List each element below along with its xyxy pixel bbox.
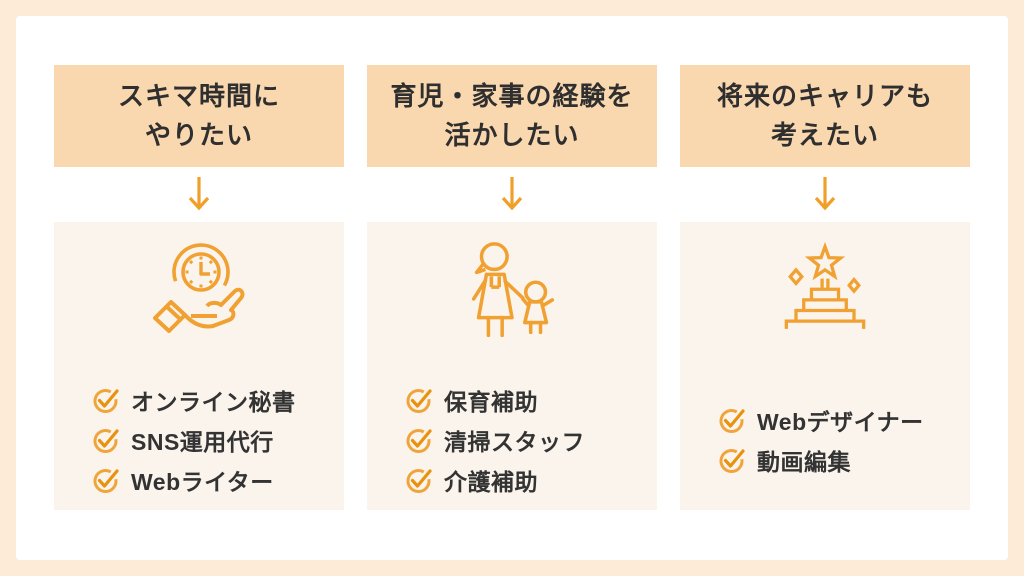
card-ikuji: 保育補助 清掃スタッフ (367, 222, 657, 510)
down-arrow-icon (367, 167, 657, 222)
job-list-career: Webデザイナー 動画編集 (680, 370, 970, 510)
list-item: SNS運用代行 (92, 420, 344, 460)
down-arrow-icon (680, 167, 970, 222)
header-line-2: 考えたい (770, 120, 879, 150)
list-item: オンライン秘書 (92, 380, 344, 420)
list-item-label: SNS運用代行 (131, 429, 274, 455)
card-career: Webデザイナー 動画編集 (680, 222, 970, 510)
column-career: 将来のキャリアも 考えたい (680, 65, 970, 560)
check-circle-icon (92, 466, 120, 494)
list-item-label: 清掃スタッフ (444, 429, 585, 455)
column-sukima: スキマ時間に やりたい (54, 65, 344, 560)
header-box-ikuji: 育児・家事の経験を 活かしたい (367, 65, 657, 167)
check-circle-icon (405, 466, 433, 494)
mother-child-icon (367, 222, 657, 370)
header-line-2: 活かしたい (444, 120, 580, 150)
list-item-label: Webライター (131, 469, 274, 495)
list-item-label: Webデザイナー (757, 409, 924, 435)
header-line-1: スキマ時間に (117, 81, 280, 111)
check-circle-icon (718, 406, 746, 434)
list-item: Webライター (92, 460, 344, 500)
header-box-sukima: スキマ時間に やりたい (54, 65, 344, 167)
check-circle-icon (718, 446, 746, 474)
column-ikuji: 育児・家事の経験を 活かしたい (367, 65, 657, 560)
check-circle-icon (405, 426, 433, 454)
hand-clock-icon (54, 222, 344, 370)
list-item: 保育補助 (405, 380, 657, 420)
check-circle-icon (92, 386, 120, 414)
down-arrow-icon (54, 167, 344, 222)
list-item: 清掃スタッフ (405, 420, 657, 460)
list-item: 動画編集 (718, 440, 970, 480)
header-line-2: やりたい (144, 120, 253, 150)
list-item: Webデザイナー (718, 400, 970, 440)
job-list-ikuji: 保育補助 清掃スタッフ (367, 370, 657, 510)
list-item-label: オンライン秘書 (131, 389, 296, 415)
check-circle-icon (92, 426, 120, 454)
list-item-label: 介護補助 (444, 469, 538, 495)
list-item: 介護補助 (405, 460, 657, 500)
list-item-label: 動画編集 (757, 449, 851, 475)
star-trophy-icon (680, 222, 970, 370)
header-line-1: 育児・家事の経験を (390, 81, 634, 111)
content-panel: スキマ時間に やりたい (16, 16, 1008, 560)
card-sukima: オンライン秘書 SNS運用代行 (54, 222, 344, 510)
header-box-career: 将来のキャリアも 考えたい (680, 65, 970, 167)
list-item-label: 保育補助 (444, 389, 538, 415)
job-list-sukima: オンライン秘書 SNS運用代行 (54, 370, 344, 510)
check-circle-icon (405, 386, 433, 414)
header-line-1: 将来のキャリアも (716, 81, 933, 111)
